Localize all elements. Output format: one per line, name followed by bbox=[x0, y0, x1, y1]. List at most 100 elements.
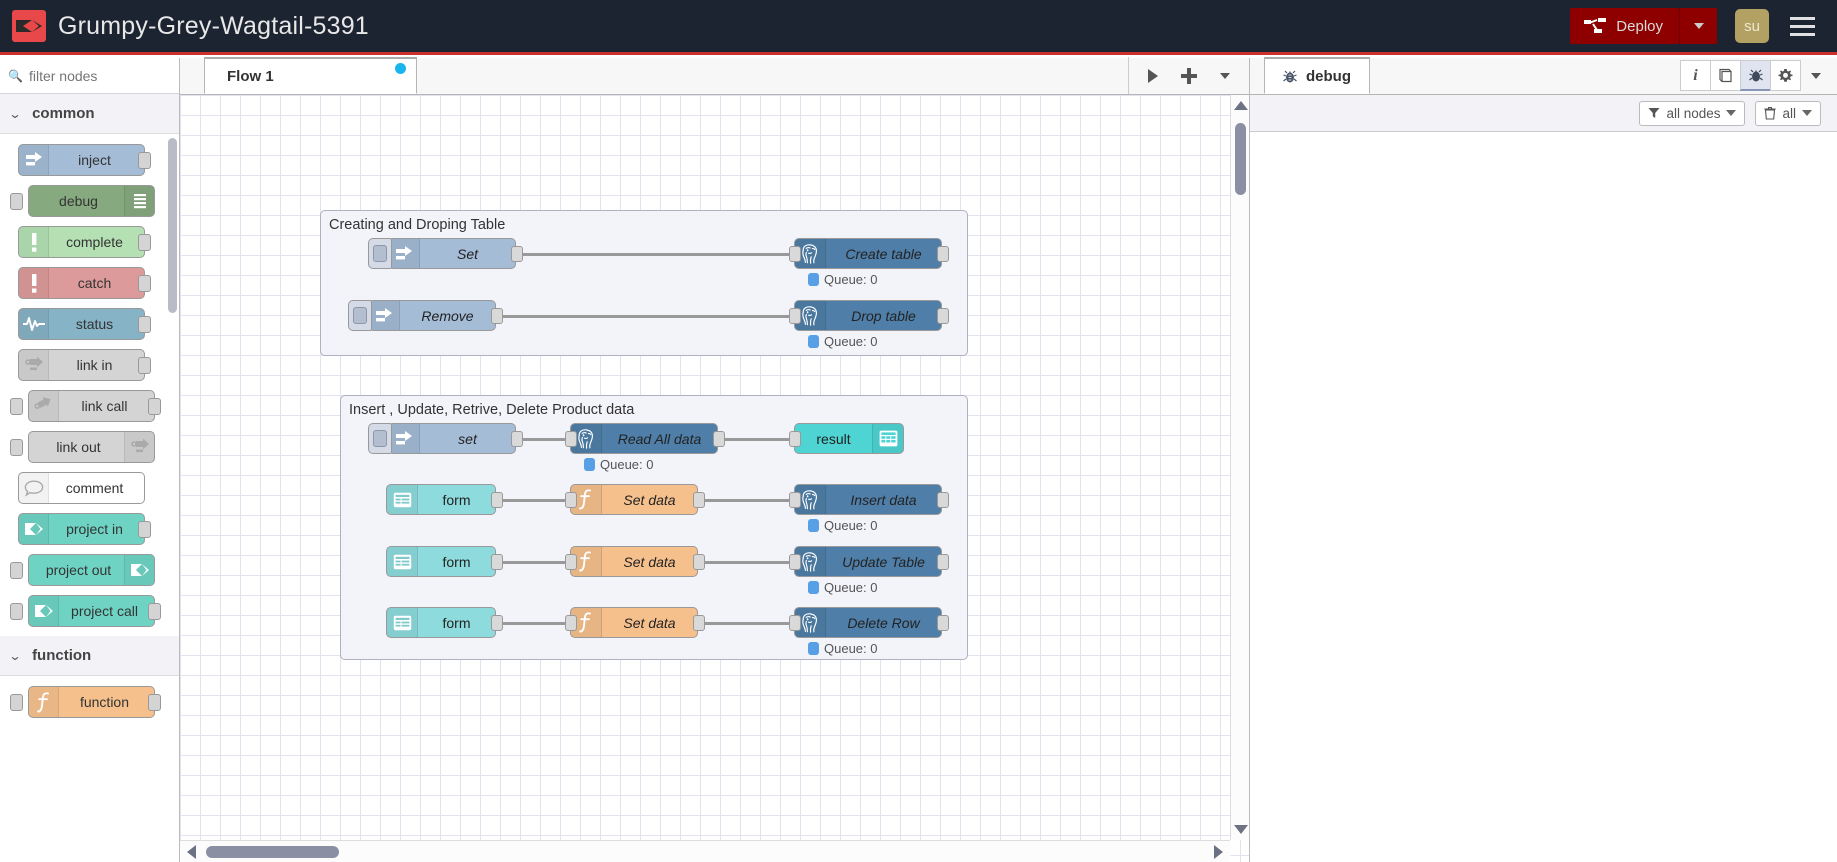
node-group[interactable]: Creating and Droping Table bbox=[320, 210, 968, 356]
avatar[interactable]: su bbox=[1735, 9, 1769, 43]
node-output-port[interactable] bbox=[937, 246, 949, 262]
flow-menu-button[interactable] bbox=[1207, 58, 1243, 94]
deploy-button[interactable]: Deploy bbox=[1570, 8, 1679, 44]
palette-node-debug[interactable]: debug bbox=[28, 185, 155, 217]
node-input-port[interactable] bbox=[789, 308, 801, 324]
inject-trigger-button[interactable] bbox=[348, 300, 372, 331]
node-wire[interactable] bbox=[703, 622, 789, 625]
search-input[interactable] bbox=[28, 67, 169, 84]
flow-node-set-2[interactable]: set bbox=[368, 423, 523, 454]
node-output-port[interactable] bbox=[148, 603, 161, 620]
flow-node-drop-table[interactable]: Drop table bbox=[789, 300, 949, 331]
node-wire[interactable] bbox=[501, 622, 565, 625]
node-wire[interactable] bbox=[703, 561, 789, 564]
tab-flow-1[interactable]: Flow 1 bbox=[204, 57, 417, 94]
node-output-port[interactable] bbox=[148, 694, 161, 711]
palette-category-common[interactable]: ⌄common bbox=[0, 94, 179, 134]
node-filter-button[interactable]: all nodes bbox=[1639, 100, 1746, 126]
inject-trigger-button[interactable] bbox=[368, 238, 392, 269]
flow-node-setdata-2[interactable]: Set data bbox=[565, 546, 705, 577]
node-wire[interactable] bbox=[521, 438, 565, 441]
palette-node-inject[interactable]: inject bbox=[18, 144, 145, 176]
node-output-port[interactable] bbox=[148, 398, 161, 415]
node-output-port[interactable] bbox=[937, 554, 949, 570]
run-flow-button[interactable] bbox=[1135, 58, 1171, 94]
canvas-vertical-scrollbar[interactable] bbox=[1230, 95, 1249, 840]
flow-node-remove-1[interactable]: Remove bbox=[348, 300, 503, 331]
palette-node-function[interactable]: function bbox=[28, 686, 155, 718]
node-wire[interactable] bbox=[723, 438, 789, 441]
node-output-port[interactable] bbox=[511, 246, 523, 262]
node-input-port[interactable] bbox=[789, 615, 801, 631]
node-wire[interactable] bbox=[501, 561, 565, 564]
palette-node-complete[interactable]: complete bbox=[18, 226, 145, 258]
flow-node-set-1[interactable]: Set bbox=[368, 238, 523, 269]
flow-node-delete-row[interactable]: Delete Row bbox=[789, 607, 949, 638]
hscroll-thumb[interactable] bbox=[206, 846, 339, 858]
node-input-port[interactable] bbox=[789, 431, 801, 447]
node-output-port[interactable] bbox=[937, 492, 949, 508]
node-output-port[interactable] bbox=[138, 316, 151, 333]
node-input-port[interactable] bbox=[10, 398, 23, 415]
vscroll-thumb[interactable] bbox=[1235, 123, 1246, 195]
flow-node-form-3[interactable]: form bbox=[386, 607, 503, 638]
palette-scrollbar[interactable] bbox=[168, 138, 177, 313]
node-output-port[interactable] bbox=[138, 521, 151, 538]
node-output-port[interactable] bbox=[693, 554, 705, 570]
palette-node-link call[interactable]: link call bbox=[28, 390, 155, 422]
flow-node-form-1[interactable]: form bbox=[386, 484, 503, 515]
sidebar-menu-button[interactable] bbox=[1801, 60, 1831, 91]
scroll-right-icon[interactable] bbox=[1214, 845, 1223, 859]
palette-category-function[interactable]: ⌄function bbox=[0, 636, 179, 676]
flow-node-update-table[interactable]: Update Table bbox=[789, 546, 949, 577]
flow-node-setdata-1[interactable]: Set data bbox=[565, 484, 705, 515]
node-input-port[interactable] bbox=[10, 603, 23, 620]
palette-node-comment[interactable]: comment bbox=[18, 472, 145, 504]
node-wire[interactable] bbox=[703, 499, 789, 502]
node-output-port[interactable] bbox=[491, 554, 503, 570]
clear-debug-button[interactable]: all bbox=[1755, 100, 1821, 126]
debug-message-list[interactable] bbox=[1250, 169, 1837, 862]
node-input-port[interactable] bbox=[10, 439, 23, 456]
node-output-port[interactable] bbox=[138, 357, 151, 374]
node-wire[interactable] bbox=[521, 253, 789, 256]
palette-node-project out[interactable]: project out bbox=[28, 554, 155, 586]
debug-tab-button[interactable] bbox=[1740, 60, 1771, 91]
node-input-port[interactable] bbox=[10, 694, 23, 711]
inject-trigger-button[interactable] bbox=[368, 423, 392, 454]
node-output-port[interactable] bbox=[511, 431, 523, 447]
deploy-options-button[interactable] bbox=[1679, 8, 1717, 44]
palette-node-status[interactable]: status bbox=[18, 308, 145, 340]
flow-node-create-table[interactable]: Create table bbox=[789, 238, 949, 269]
node-input-port[interactable] bbox=[789, 554, 801, 570]
canvas-horizontal-scrollbar[interactable] bbox=[180, 840, 1230, 862]
config-tab-button[interactable] bbox=[1770, 60, 1801, 91]
tab-debug[interactable]: debug bbox=[1264, 57, 1370, 94]
flow-node-form-2[interactable]: form bbox=[386, 546, 503, 577]
palette-node-catch[interactable]: catch bbox=[18, 267, 145, 299]
flow-node-insert-data[interactable]: Insert data bbox=[789, 484, 949, 515]
node-wire[interactable] bbox=[501, 499, 565, 502]
flow-node-read-all[interactable]: Read All data bbox=[565, 423, 725, 454]
palette-node-link out[interactable]: link out bbox=[28, 431, 155, 463]
node-input-port[interactable] bbox=[565, 492, 577, 508]
scroll-down-icon[interactable] bbox=[1234, 825, 1248, 834]
palette-search[interactable]: 🔍 bbox=[0, 58, 179, 94]
node-output-port[interactable] bbox=[937, 615, 949, 631]
node-output-port[interactable] bbox=[937, 308, 949, 324]
node-output-port[interactable] bbox=[138, 275, 151, 292]
scroll-up-icon[interactable] bbox=[1234, 101, 1248, 110]
palette-node-project in[interactable]: project in bbox=[18, 513, 145, 545]
node-input-port[interactable] bbox=[565, 431, 577, 447]
palette-node-project call[interactable]: project call bbox=[28, 595, 155, 627]
node-output-port[interactable] bbox=[138, 234, 151, 251]
add-flow-button[interactable] bbox=[1171, 58, 1207, 94]
info-tab-button[interactable]: i bbox=[1680, 60, 1711, 91]
node-output-port[interactable] bbox=[693, 492, 705, 508]
node-input-port[interactable] bbox=[10, 562, 23, 579]
help-tab-button[interactable] bbox=[1710, 60, 1741, 91]
node-output-port[interactable] bbox=[491, 492, 503, 508]
hamburger-menu-icon[interactable] bbox=[1781, 6, 1823, 46]
flow-node-result[interactable]: result bbox=[789, 423, 904, 454]
